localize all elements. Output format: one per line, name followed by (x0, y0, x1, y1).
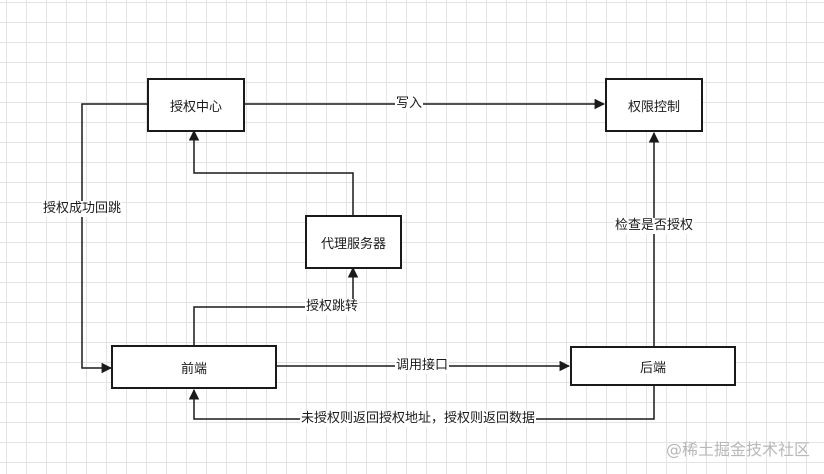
node-access-control-label: 权限控制 (627, 99, 680, 115)
watermark: @稀土掘金技术社区 (665, 440, 810, 459)
node-access-control[interactable]: 权限控制 (605, 78, 703, 132)
node-frontend-label: 前端 (180, 361, 207, 377)
edge-label-auth-redirect: 授权跳转 (305, 299, 360, 315)
node-proxy-server[interactable]: 代理服务器 (305, 215, 402, 269)
node-proxy-server-label: 代理服务器 (320, 236, 386, 252)
edge-auth-redirect (193, 266, 359, 345)
node-backend-label: 后端 (639, 360, 666, 376)
edge-label-call-api: 调用接口 (395, 358, 450, 374)
node-backend[interactable]: 后端 (570, 346, 736, 386)
edge-label-write-in: 写入 (395, 96, 424, 112)
node-auth-center-label: 授权中心 (169, 99, 222, 115)
edge-auth-success-redirect (81, 103, 147, 374)
edge-proxy-to-auth (188, 129, 354, 215)
node-frontend[interactable]: 前端 (111, 345, 277, 389)
edge-label-unauthorized-return: 未授权则返回授权地址，授权则返回数据 (300, 411, 537, 427)
edge-label-check-authorized: 检查是否授权 (614, 218, 695, 234)
edge-label-auth-success-redirect: 授权成功回跳 (42, 201, 123, 217)
node-auth-center[interactable]: 授权中心 (147, 78, 245, 132)
